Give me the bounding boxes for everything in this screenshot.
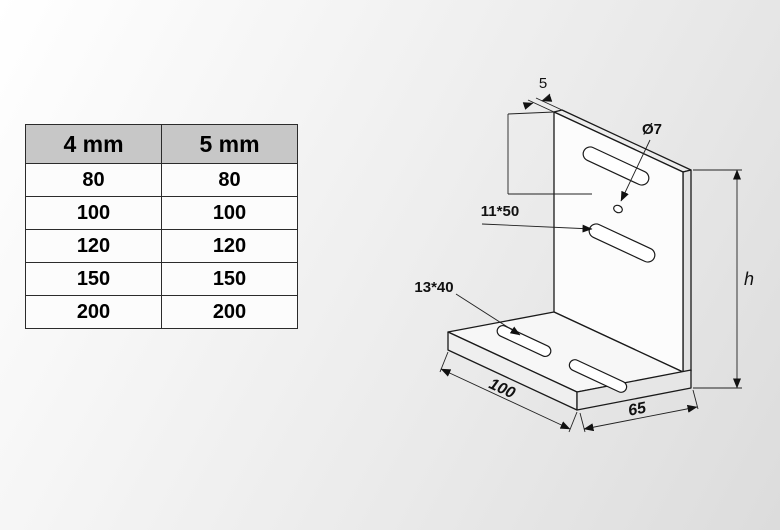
extension-line xyxy=(527,99,555,113)
table-cell: 100 xyxy=(161,196,298,230)
round-hole xyxy=(613,204,623,214)
table-header-row: 4 mm 5 mm xyxy=(25,124,298,164)
extension-line xyxy=(692,389,699,410)
extension-line xyxy=(535,97,563,111)
leader-line xyxy=(620,139,651,202)
height-label: h xyxy=(744,269,754,289)
dimension-base-width: 65 xyxy=(579,389,699,433)
hole-diameter-label: Ø7 xyxy=(642,121,662,138)
thickness-label: 5 xyxy=(539,75,547,92)
dimension-arrow xyxy=(522,102,534,110)
base-width-label: 65 xyxy=(627,399,649,419)
dimension-base-slot: 13*40 xyxy=(414,279,521,336)
side-slot-label: 11*50 xyxy=(481,203,519,220)
dimension-hole-diameter: Ø7 xyxy=(620,121,662,202)
dimension-arrow xyxy=(541,94,553,102)
vertical-plate-right-edge-face xyxy=(682,169,692,373)
table-row: 100 100 xyxy=(25,196,298,230)
dimension-line xyxy=(583,404,698,432)
size-table: 4 mm 5 mm 80 80 100 100 120 120 150 150 … xyxy=(25,124,298,329)
col-header-4mm: 4 mm xyxy=(25,124,162,164)
leader-line xyxy=(481,223,593,233)
dimension-tail xyxy=(541,93,551,102)
angle-bracket-body xyxy=(447,109,692,411)
dimension-line xyxy=(440,368,571,430)
table-row: 200 200 xyxy=(25,295,298,329)
table-cell: 200 xyxy=(161,295,298,329)
table-cell: 120 xyxy=(161,229,298,263)
table-cell: 200 xyxy=(25,295,162,329)
dimension-height: h xyxy=(693,169,754,389)
leader-line xyxy=(455,293,521,336)
col-header-5mm: 5 mm xyxy=(161,124,298,164)
extension-line xyxy=(568,411,578,433)
dimension-side-slot: 11*50 xyxy=(481,111,593,233)
reference-line xyxy=(507,111,555,115)
base-slot-label: 13*40 xyxy=(414,279,453,296)
table-cell: 100 xyxy=(25,196,162,230)
base-plate-right-face xyxy=(576,369,692,411)
table-row: 120 120 xyxy=(25,229,298,263)
base-plate-rear-slot xyxy=(568,359,628,393)
dimension-thickness: 5 xyxy=(522,75,563,113)
vertical-plate-upper-slot xyxy=(582,146,650,186)
table-cell: 150 xyxy=(25,262,162,296)
